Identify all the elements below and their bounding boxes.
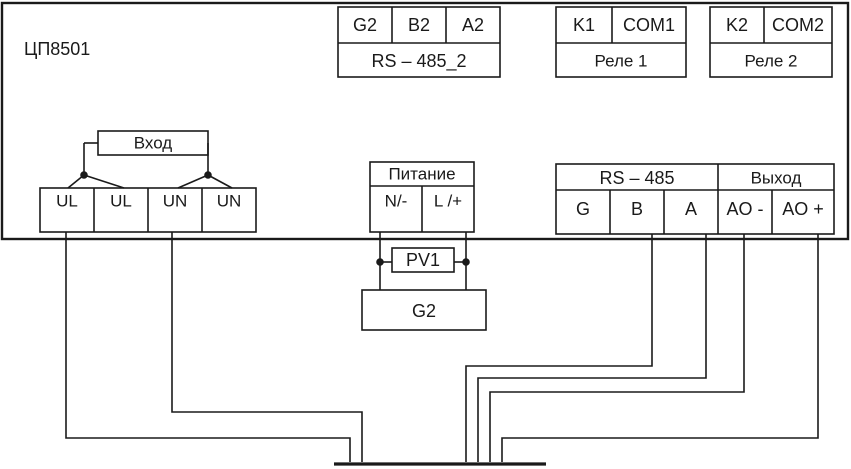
terminal-l-plus: L /+: [433, 191, 463, 211]
power-block: [369, 161, 475, 233]
terminal-g: G: [575, 199, 591, 219]
terminal-a: A: [684, 199, 698, 219]
terminal-k1: K1: [572, 15, 596, 35]
device-enclosure: [0, 1, 850, 241]
rs485-output-block: [555, 163, 835, 235]
terminal-b: B: [630, 199, 644, 219]
terminal-g2: G2: [352, 15, 378, 35]
power-source-box: [361, 289, 487, 331]
terminal-ul-2: UL: [110, 191, 132, 211]
terminal-ao-plus: AO +: [782, 199, 824, 219]
relay2-label: Реле 2: [744, 51, 798, 71]
terminal-b2: B2: [407, 15, 431, 35]
terminal-ao-minus: AO -: [726, 199, 764, 219]
output-label: Выход: [750, 168, 802, 188]
relay1-block: [555, 6, 687, 78]
source-label: G2: [411, 301, 437, 321]
signal-wires: [65, 232, 819, 462]
terminal-n-minus: N/-: [384, 191, 408, 211]
terminal-un-2: UN: [216, 191, 242, 211]
rs485-label: RS – 485: [599, 168, 675, 188]
input-terminal-block: [39, 187, 257, 233]
input-label: Вход: [133, 133, 173, 153]
meter-circuit: [376, 232, 470, 290]
relay1-label: Реле 1: [594, 51, 648, 71]
terminal-k2: K2: [725, 15, 749, 35]
relay2-block: [709, 6, 833, 78]
meter-label: PV1: [405, 250, 441, 270]
terminal-com2: COM2: [771, 15, 825, 35]
input-branch: [67, 130, 233, 189]
terminal-com1: COM1: [622, 15, 676, 35]
device-name: ЦП8501: [24, 39, 91, 59]
rs485-2-label: RS – 485_2: [371, 51, 467, 71]
terminal-un-1: UN: [162, 191, 188, 211]
terminal-ul-1: UL: [56, 191, 78, 211]
power-label: Питание: [388, 164, 456, 184]
rs485-2-block: [337, 6, 501, 78]
terminal-a2: A2: [461, 15, 485, 35]
